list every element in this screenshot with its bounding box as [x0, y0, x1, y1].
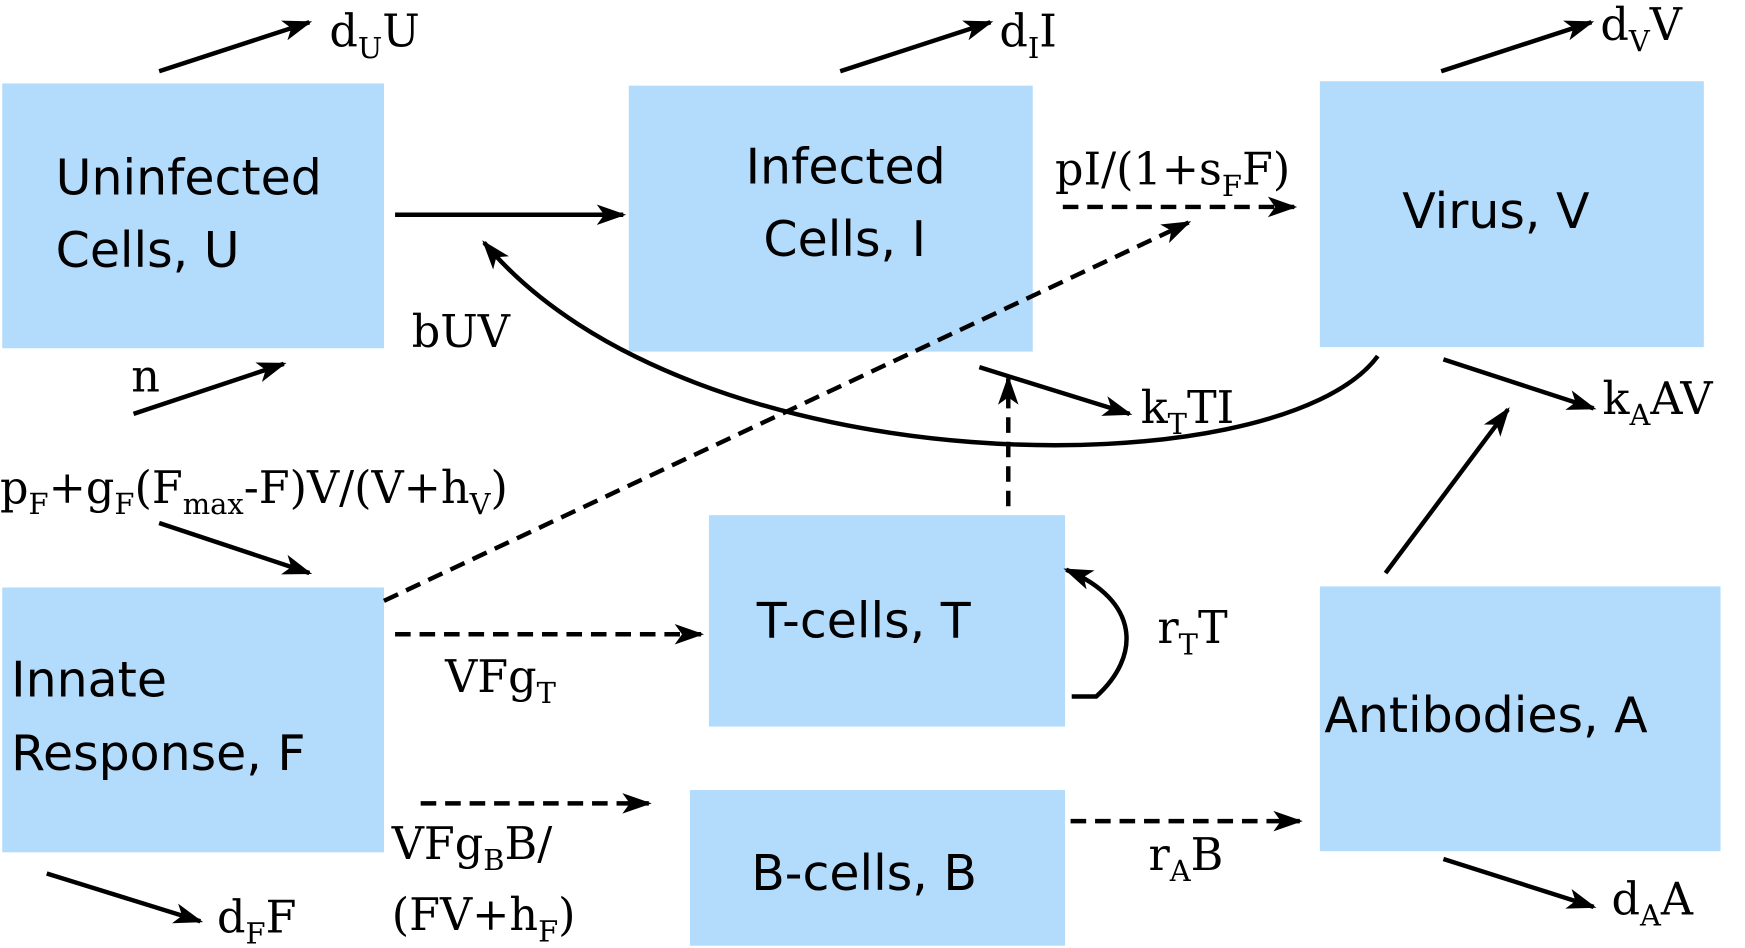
svg-text:T-cells, T: T-cells, T — [756, 593, 972, 650]
solid-arrows — [46, 20, 1597, 924]
arrow-kA — [1442, 357, 1597, 411]
rate-dF: dFF — [217, 892, 296, 948]
arrow-dA — [1442, 856, 1597, 909]
rate-bUV: bUV — [412, 307, 511, 358]
svg-text:Infected: Infected — [746, 139, 946, 196]
arrow-bUV — [482, 240, 1380, 448]
svg-text:Virus, V: Virus, V — [1402, 183, 1590, 240]
rate-dV: dVV — [1600, 0, 1682, 58]
rate-VFgT: VFgT — [444, 652, 557, 710]
rate-innate-growth: pF+gF(Fmax-F)V/(V+hV) — [0, 463, 508, 521]
arrow-kT — [978, 365, 1133, 417]
arrow-antibody-binding — [1383, 407, 1510, 575]
node-uninfected-cells: Uninfected Cells, U — [2, 83, 384, 349]
svg-text:Antibodies, A: Antibodies, A — [1324, 687, 1648, 744]
svg-text:Cells, I: Cells, I — [763, 211, 926, 268]
svg-text:Cells, U: Cells, U — [56, 222, 240, 279]
dashed-arrows — [382, 196, 1303, 832]
svg-text:Innate: Innate — [11, 652, 167, 709]
svg-text:B-cells, B: B-cells, B — [751, 845, 977, 902]
rate-rT: rTT — [1157, 603, 1228, 661]
arrow-dV — [1440, 20, 1595, 74]
rate-dU: dUU — [329, 7, 419, 65]
rate-kT: kTTI — [1141, 383, 1235, 441]
rate-production: pI/(1+sFF) — [1055, 145, 1290, 203]
rate-n: n — [131, 352, 160, 403]
node-virus: Virus, V — [1319, 81, 1704, 348]
arrow-n — [132, 361, 287, 417]
rate-VFgB: VFgBB/ — [391, 819, 552, 877]
rate-dA: dAA — [1611, 875, 1693, 933]
svg-text:Response, F: Response, F — [11, 725, 305, 782]
node-infected-cells: Infected Cells, I — [628, 85, 1033, 352]
rate-rA: rAB — [1148, 830, 1223, 888]
node-innate-response: Innate Response, F — [2, 587, 384, 853]
arrow-dI — [839, 20, 994, 74]
arrow-dU — [158, 20, 313, 74]
svg-text:Uninfected: Uninfected — [56, 150, 322, 207]
rate-dI: dII — [999, 7, 1057, 65]
rate-kA: kAAV — [1603, 374, 1714, 432]
rate-VFgB-denominator: (FV+hF) — [392, 890, 576, 948]
node-antibodies: Antibodies, A — [1319, 586, 1721, 852]
arrow-rT — [1063, 567, 1129, 699]
arrow-innate-inhibit — [382, 220, 1192, 603]
node-b-cells: B-cells, B — [689, 790, 1066, 946]
arrow-innate-growth — [158, 520, 313, 576]
node-t-cells: T-cells, T — [708, 515, 1066, 727]
arrow-dF — [46, 871, 204, 924]
